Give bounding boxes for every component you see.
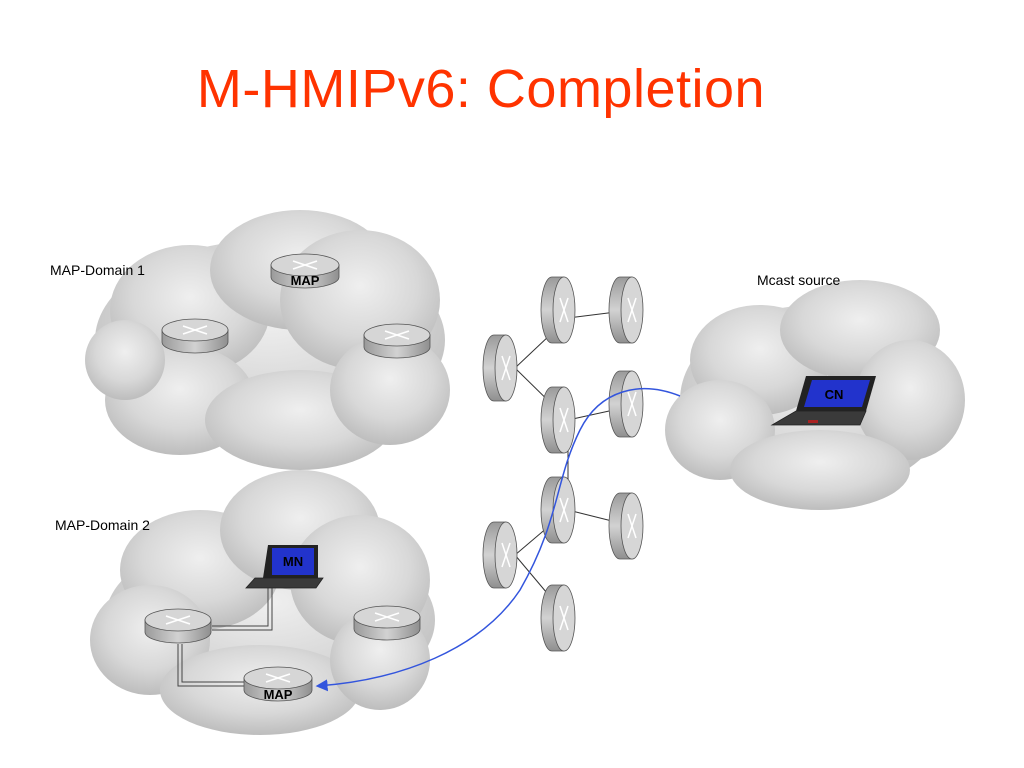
router-domain-1-left [161,318,229,354]
backbone-router-2 [540,276,576,344]
router-domain-2-left [144,608,212,644]
router-map-domain-1: MAP [270,253,340,289]
mn-screen [272,548,314,575]
cloud-domain-1 [85,210,450,470]
router-map-domain-2: MAP [243,666,313,702]
laptop-cn: CN [770,376,876,426]
label-mcast-source: Mcast source [757,272,840,288]
backbone-router-7 [482,521,518,589]
slide-title: M-HMIPv6: Completion [196,59,766,119]
backbone-router-5 [608,370,644,438]
cn-label: CN [825,387,844,402]
backbone-router-1 [482,334,518,402]
domain-2-links [177,588,273,687]
backbone-links [514,309,633,619]
map-label-domain-1: MAP [291,273,320,288]
backbone-router-3 [608,276,644,344]
multicast-path-arrow [315,388,681,692]
label-map-domain-2: MAP-Domain 2 [55,517,150,533]
cn-screen [804,380,870,407]
laptop-mn: MN [245,545,324,589]
map-label-domain-2: MAP [264,687,293,702]
backbone-router-8 [608,492,644,560]
router-domain-1-right [363,323,431,359]
label-map-domain-1: MAP-Domain 1 [50,262,145,278]
backbone-router-9 [540,584,576,652]
backbone-router-4 [540,386,576,454]
router-domain-2-right [353,605,421,641]
mn-label: MN [283,554,303,569]
